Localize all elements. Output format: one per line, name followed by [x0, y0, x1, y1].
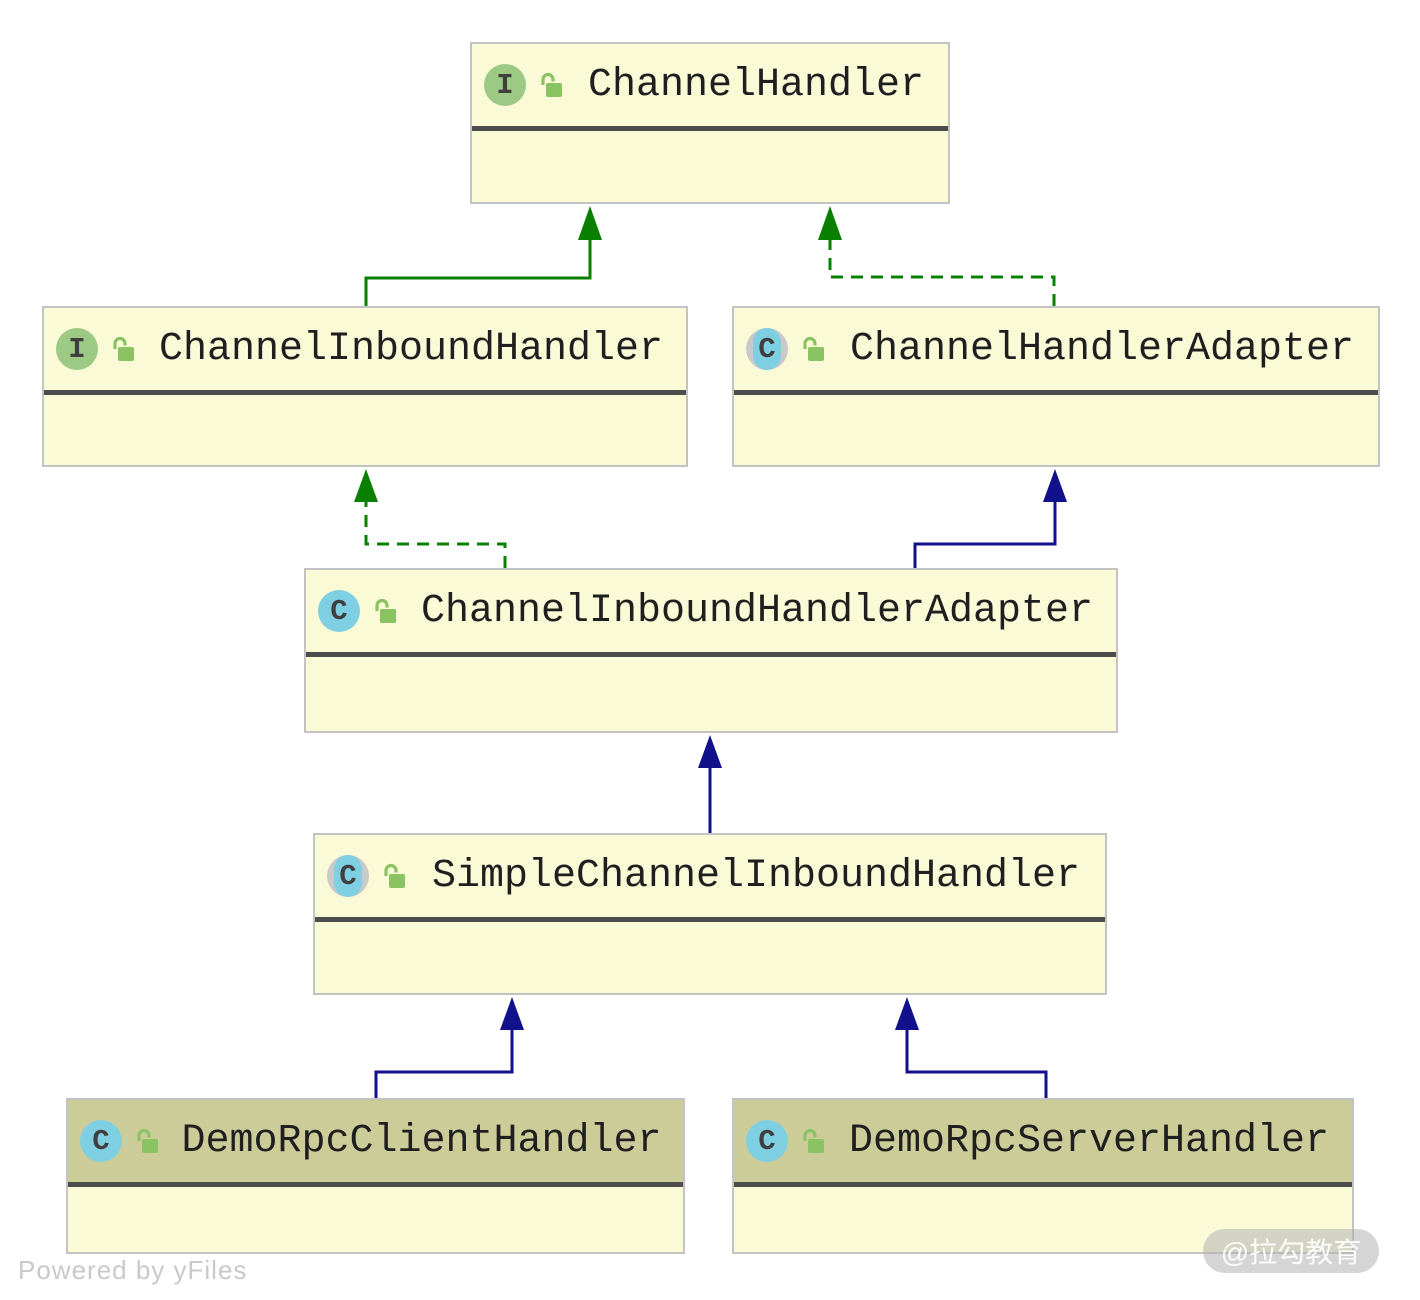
class-icon: C: [80, 1120, 122, 1162]
public-unlock-icon: [379, 861, 409, 891]
node-header: C DemoRpcClientHandler: [68, 1100, 683, 1182]
node-header: C ChannelHandlerAdapter: [734, 308, 1378, 390]
class-node-channelinboundhandler[interactable]: I ChannelInboundHandler: [42, 306, 688, 467]
public-unlock-icon: [132, 1126, 162, 1156]
class-icon: C: [318, 590, 360, 632]
public-unlock-icon: [108, 334, 138, 364]
node-body: [306, 657, 1116, 731]
class-node-demorpcserverhandler[interactable]: C DemoRpcServerHandler: [732, 1098, 1354, 1254]
class-node-channelinboundhandleradapter[interactable]: C ChannelInboundHandlerAdapter: [304, 568, 1118, 733]
node-header: I ChannelHandler: [472, 44, 948, 126]
node-body: [472, 131, 948, 202]
node-body: [44, 395, 686, 465]
abstract-class-icon: C: [327, 855, 369, 897]
interface-icon: I: [484, 64, 526, 106]
node-body: [315, 922, 1105, 993]
node-separator: [306, 652, 1116, 657]
node-label: DemoRpcServerHandler: [848, 1118, 1330, 1164]
node-header: C DemoRpcServerHandler: [734, 1100, 1352, 1182]
node-header: C ChannelInboundHandlerAdapter: [306, 570, 1116, 652]
edge-channelinboundhandleradapter-implements-channelinboundhandler[interactable]: [354, 469, 507, 568]
node-label: ChannelInboundHandlerAdapter: [420, 588, 1094, 634]
public-unlock-icon: [798, 334, 828, 364]
edge-channelinboundhandler-extends-channelhandler[interactable]: [364, 206, 602, 306]
class-node-channelhandleradapter[interactable]: C ChannelHandlerAdapter: [732, 306, 1380, 467]
node-header: I ChannelInboundHandler: [44, 308, 686, 390]
node-label: SimpleChannelInboundHandler: [431, 853, 1081, 899]
node-separator: [44, 390, 686, 395]
public-unlock-icon: [536, 70, 566, 100]
node-separator: [68, 1182, 683, 1187]
node-label: DemoRpcClientHandler: [181, 1118, 662, 1164]
node-separator: [734, 1182, 1352, 1187]
public-unlock-icon: [370, 596, 400, 626]
edge-demorpcserverhandler-extends-simplechannelinboundhandler[interactable]: [895, 997, 1048, 1098]
edge-channelhandleradapter-implements-channelhandler[interactable]: [818, 206, 1056, 306]
node-separator: [472, 126, 948, 131]
yfiles-watermark: Powered by yFiles: [18, 1255, 248, 1285]
node-label: ChannelHandler: [587, 62, 925, 108]
class-node-demorpcclienthandler[interactable]: C DemoRpcClientHandler: [66, 1098, 685, 1254]
edge-demorpcclienthandler-extends-simplechannelinboundhandler[interactable]: [374, 997, 524, 1098]
abstract-class-icon: C: [746, 328, 788, 370]
interface-icon: I: [56, 328, 98, 370]
public-unlock-icon: [798, 1126, 828, 1156]
edge-simplechannelinboundhandler-extends-channelinboundhandleradapter[interactable]: [698, 735, 722, 833]
lagou-watermark-badge: @拉勾教育: [1203, 1229, 1379, 1273]
node-separator: [315, 917, 1105, 922]
node-body: [734, 395, 1378, 465]
class-node-channelhandler[interactable]: I ChannelHandler: [470, 42, 950, 204]
node-header: C SimpleChannelInboundHandler: [315, 835, 1105, 917]
node-separator: [734, 390, 1378, 395]
node-label: ChannelInboundHandler: [158, 326, 664, 372]
edge-channelinboundhandleradapter-extends-channelhandleradapter[interactable]: [913, 469, 1067, 568]
node-label: ChannelHandlerAdapter: [849, 326, 1355, 372]
class-node-simplechannelinboundhandler[interactable]: C SimpleChannelInboundHandler: [313, 833, 1107, 995]
class-icon: C: [746, 1120, 788, 1162]
node-body: [68, 1187, 683, 1252]
